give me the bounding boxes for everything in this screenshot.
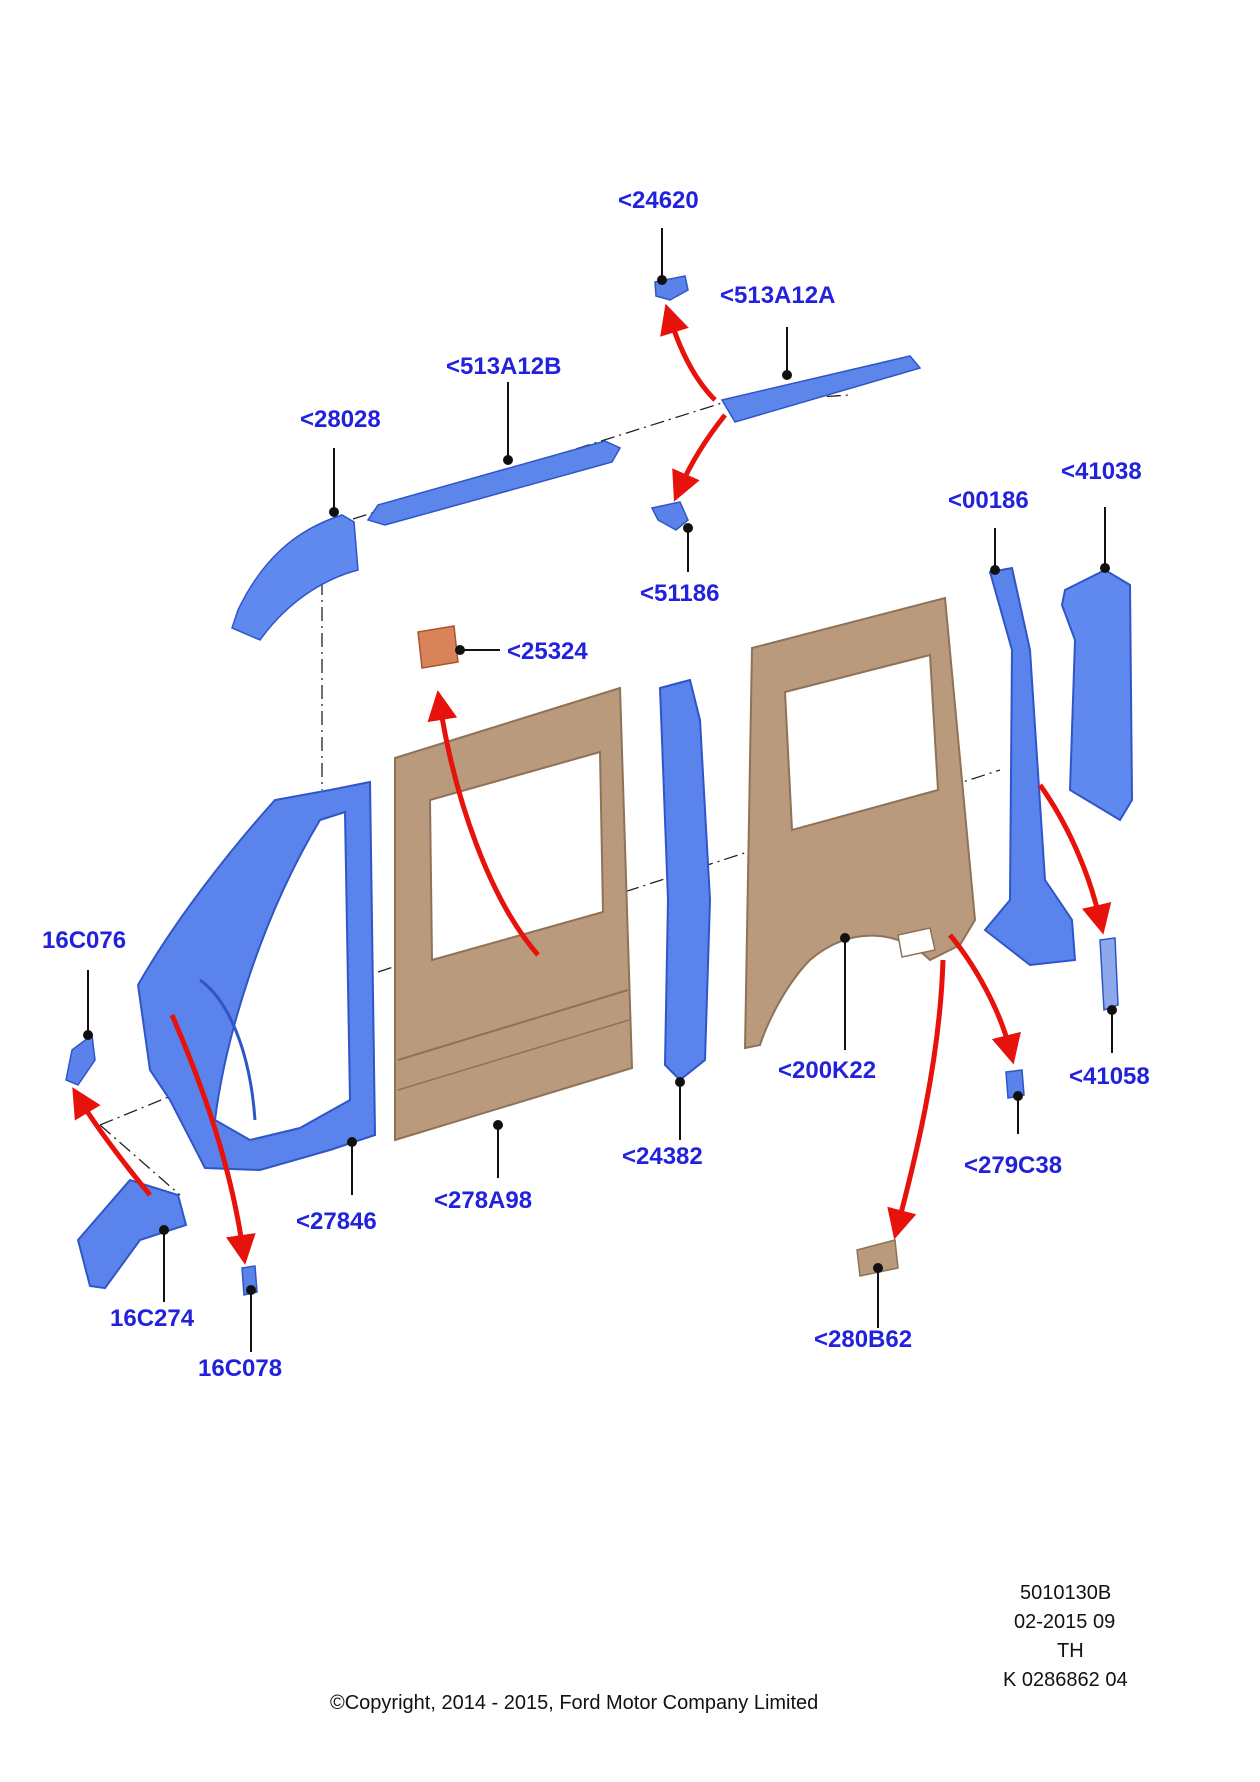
part-28028[interactable]: [231, 514, 359, 641]
callout-513A12A[interactable]: <513A12A: [720, 282, 836, 309]
callout-24620[interactable]: <24620: [618, 187, 699, 214]
part-278A98[interactable]: [394, 686, 634, 1142]
callout-16C076[interactable]: 16C076: [42, 927, 127, 954]
leader-lines: [83, 228, 1117, 1352]
part-16C076[interactable]: [65, 1033, 96, 1086]
part-00186[interactable]: [983, 566, 1077, 967]
drawing-code: 5010130B: [1020, 1582, 1112, 1604]
copyright-notice: ©Copyright, 2014 - 2015, Ford Motor Comp…: [330, 1692, 819, 1714]
part-51186[interactable]: [650, 501, 689, 531]
drawing-date: 02-2015 09: [1014, 1611, 1116, 1633]
callout-25324[interactable]: <25324: [507, 638, 588, 665]
callout-278A98[interactable]: <278A98: [434, 1187, 533, 1214]
part-27846[interactable]: [136, 780, 377, 1172]
callout-280B62[interactable]: <280B62: [814, 1326, 913, 1353]
callout-28028[interactable]: <28028: [300, 406, 381, 433]
part-200K22[interactable]: [743, 596, 977, 1050]
part-25324[interactable]: [417, 625, 459, 669]
part-41038[interactable]: [1060, 568, 1134, 822]
callout-16C078[interactable]: 16C078: [198, 1355, 283, 1382]
callout-27846[interactable]: <27846: [296, 1208, 377, 1235]
callout-41038[interactable]: <41038: [1061, 458, 1142, 485]
part-280B62[interactable]: [856, 1239, 899, 1277]
part-24382[interactable]: [658, 678, 712, 1082]
callout-51186[interactable]: <51186: [640, 580, 720, 607]
explode-arrows: [72, 303, 1112, 1265]
part-41058[interactable]: [1099, 937, 1119, 1012]
part-279C38[interactable]: [1005, 1069, 1025, 1099]
callout-24382[interactable]: <24382: [622, 1143, 703, 1170]
callout-279C38[interactable]: <279C38: [964, 1152, 1063, 1179]
reference-number: K 0286862 04: [1003, 1669, 1128, 1691]
region-code: TH: [1057, 1640, 1084, 1662]
callout-200K22[interactable]: <200K22: [778, 1057, 877, 1084]
part-513A12B[interactable]: [366, 440, 622, 526]
part-513A12A[interactable]: [720, 355, 922, 423]
callout-16C274[interactable]: 16C274: [110, 1305, 195, 1332]
callout-00186[interactable]: <00186: [948, 487, 1029, 514]
part-16C274[interactable]: [76, 1178, 188, 1290]
callout-513A12B[interactable]: <513A12B: [446, 353, 562, 380]
callout-41058[interactable]: <41058: [1069, 1063, 1150, 1090]
